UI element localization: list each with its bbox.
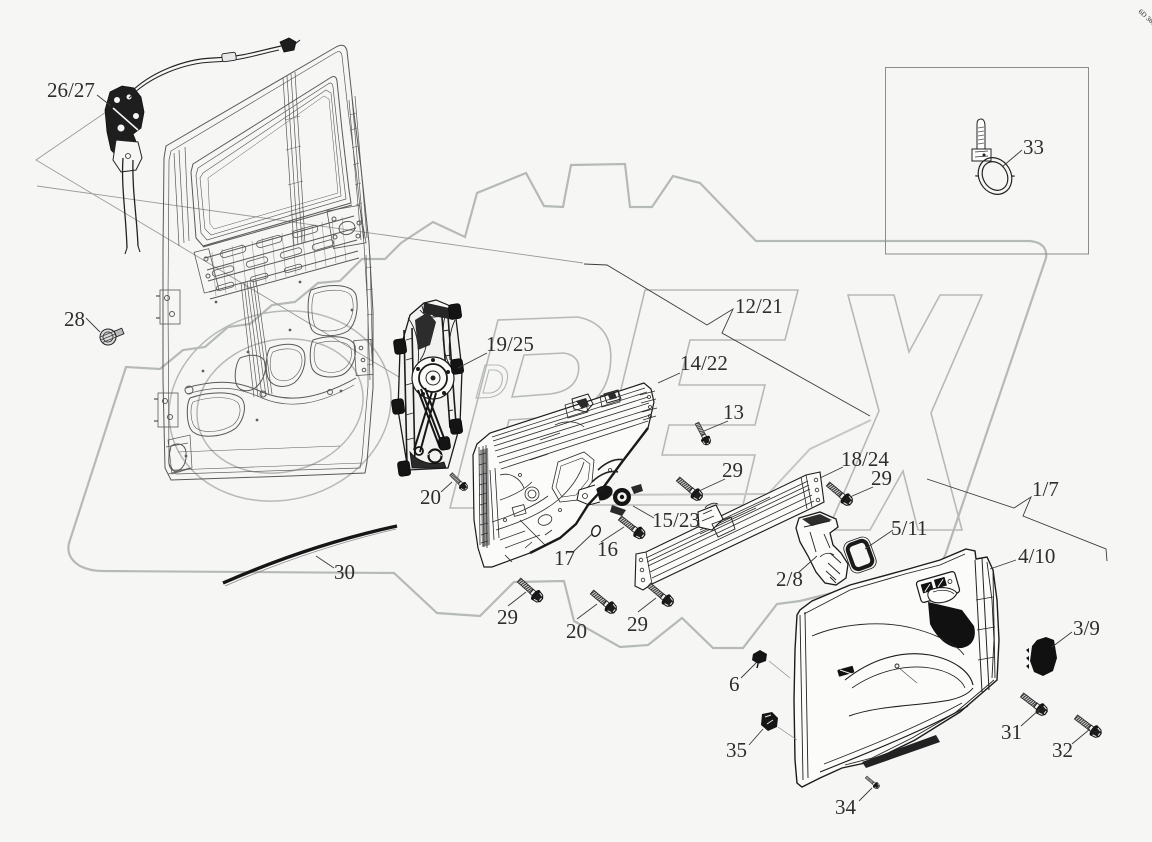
svg-text:33: 33 <box>1023 135 1044 159</box>
svg-text:34: 34 <box>835 795 857 819</box>
svg-text:29: 29 <box>497 605 518 629</box>
svg-text:12/21: 12/21 <box>735 294 783 318</box>
svg-text:5/11: 5/11 <box>891 516 928 540</box>
svg-text:30: 30 <box>334 560 355 584</box>
svg-text:29: 29 <box>627 612 648 636</box>
svg-text:29: 29 <box>722 458 743 482</box>
svg-text:13: 13 <box>723 400 744 424</box>
svg-text:6: 6 <box>729 672 740 696</box>
svg-text:28: 28 <box>64 307 85 331</box>
svg-text:31: 31 <box>1001 720 1022 744</box>
svg-text:17: 17 <box>554 546 575 570</box>
svg-text:16: 16 <box>597 537 618 561</box>
svg-text:14/22: 14/22 <box>680 351 728 375</box>
svg-text:20: 20 <box>566 619 587 643</box>
svg-text:18/24: 18/24 <box>841 447 889 471</box>
svg-text:4/10: 4/10 <box>1018 544 1055 568</box>
svg-text:20: 20 <box>420 485 441 509</box>
svg-text:2/8: 2/8 <box>776 567 803 591</box>
svg-text:26/27: 26/27 <box>47 78 95 102</box>
svg-text:35: 35 <box>726 738 747 762</box>
svg-text:29: 29 <box>871 466 892 490</box>
svg-text:32: 32 <box>1052 738 1073 762</box>
svg-text:15/23: 15/23 <box>652 508 700 532</box>
svg-text:19/25: 19/25 <box>486 332 534 356</box>
svg-text:1/7: 1/7 <box>1032 477 1059 501</box>
svg-text:3/9: 3/9 <box>1073 616 1100 640</box>
